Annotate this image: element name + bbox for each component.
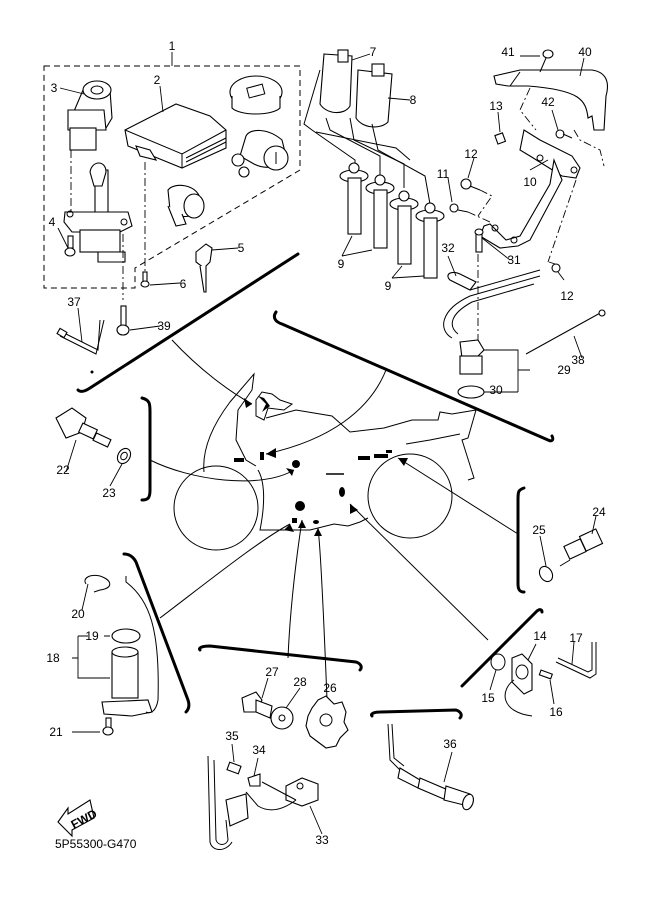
callout-sensor: 29 (557, 363, 571, 377)
front-wheel (173, 465, 259, 551)
callout-bolt: 11 (437, 167, 450, 181)
callout-main-switch: 3 (51, 81, 58, 95)
callout-screw: 6 (180, 277, 187, 291)
bolt-39-part (116, 305, 161, 336)
rear-wheel (367, 453, 453, 539)
callout-spark-plug-cap: 9 (338, 257, 345, 271)
ignition-coils-part (303, 49, 431, 205)
callout-o-ring: 30 (489, 383, 503, 397)
callout-bolt: 27 (265, 665, 279, 679)
location-arrows (149, 339, 519, 723)
callout-screw: 35 (225, 729, 239, 743)
fwd-arrow: FWD (57, 799, 100, 838)
callout-screw: 42 (541, 95, 555, 109)
key-part (195, 243, 239, 293)
callout-bracket: 10 (523, 175, 537, 189)
callout-bolt: 12 (464, 147, 478, 161)
marker-dot (234, 458, 244, 462)
main-switch-part (59, 80, 113, 151)
callout-neutral-switch: 14 (533, 629, 547, 643)
callout-thermo-unit: 22 (56, 463, 70, 477)
oxygen-sensor-part (387, 723, 474, 811)
bracket-cover-part (479, 55, 609, 263)
callout-oxygen-sensor: 36 (443, 737, 457, 751)
callout-thermo-sensor: 24 (592, 505, 606, 519)
pickup-assembly-part (207, 677, 349, 850)
callout-o-ring: 15 (481, 691, 495, 705)
callout-gasket: 25 (532, 523, 546, 537)
callout-clip: 20 (71, 607, 85, 621)
callout-spark-plug-cap: 9 (385, 279, 392, 293)
callout-sensor-assy: 18 (46, 651, 60, 665)
diagram-code: 5P55300-G470 (55, 837, 137, 851)
group-brackets (76, 252, 555, 720)
thermo-sensor-part (538, 515, 604, 583)
callout-bolt: 21 (49, 725, 63, 739)
callout-pickup-coil: 33 (315, 833, 329, 847)
callout-bolt: 12 (560, 289, 574, 303)
callout-key-blank: 5 (238, 241, 245, 255)
callout-nut: 13 (489, 99, 503, 113)
callout-ecu-unit: 2 (154, 73, 161, 87)
ignition-switch-part (63, 150, 133, 300)
plug-caps-part (339, 162, 445, 279)
callout-lead: 37 (67, 295, 81, 309)
sensor-18-part (72, 575, 159, 736)
screw-6-part (140, 271, 181, 288)
motorcycle-outline (173, 372, 477, 551)
callout-bolt: 31 (507, 253, 521, 267)
callout-o-ring: 19 (85, 629, 99, 643)
callout-gasket: 23 (102, 486, 116, 500)
seat-lock-part (231, 129, 289, 178)
callout-bolt: 39 (157, 319, 171, 333)
callout-lock-set: 1 (169, 39, 176, 53)
callout-lead: 17 (569, 631, 583, 645)
callout-pickup-rotor: 26 (323, 681, 337, 695)
callout-clamp: 34 (252, 743, 266, 757)
callout-ignition-coil-2: 8 (410, 93, 417, 107)
callout-screw: 41 (501, 45, 515, 59)
lock-set-group (43, 52, 301, 289)
callout-labels: 1234567899101112121314151617181920212223… (46, 39, 606, 847)
bolt-4-part (57, 227, 76, 257)
callout-clamp: 32 (441, 241, 455, 255)
thermo-unit-part (55, 407, 132, 487)
callout-screw: 16 (549, 705, 563, 719)
callout-washer: 28 (293, 675, 307, 689)
callout-ignition-coil-1: 7 (370, 45, 377, 59)
callout-bolt: 4 (49, 215, 56, 229)
lead-37-part (56, 307, 105, 355)
bracket-hardware-part (447, 49, 573, 346)
helmet-lock-part (167, 184, 205, 227)
neutral-switch-part (489, 641, 597, 717)
lock-set-boundary (43, 65, 301, 289)
callout-cover: 40 (578, 45, 592, 59)
callout-band: 38 (571, 353, 585, 367)
ecu-part (124, 85, 227, 272)
sensor-29-part (443, 275, 606, 399)
fuel-cap-lock-part (229, 75, 283, 115)
